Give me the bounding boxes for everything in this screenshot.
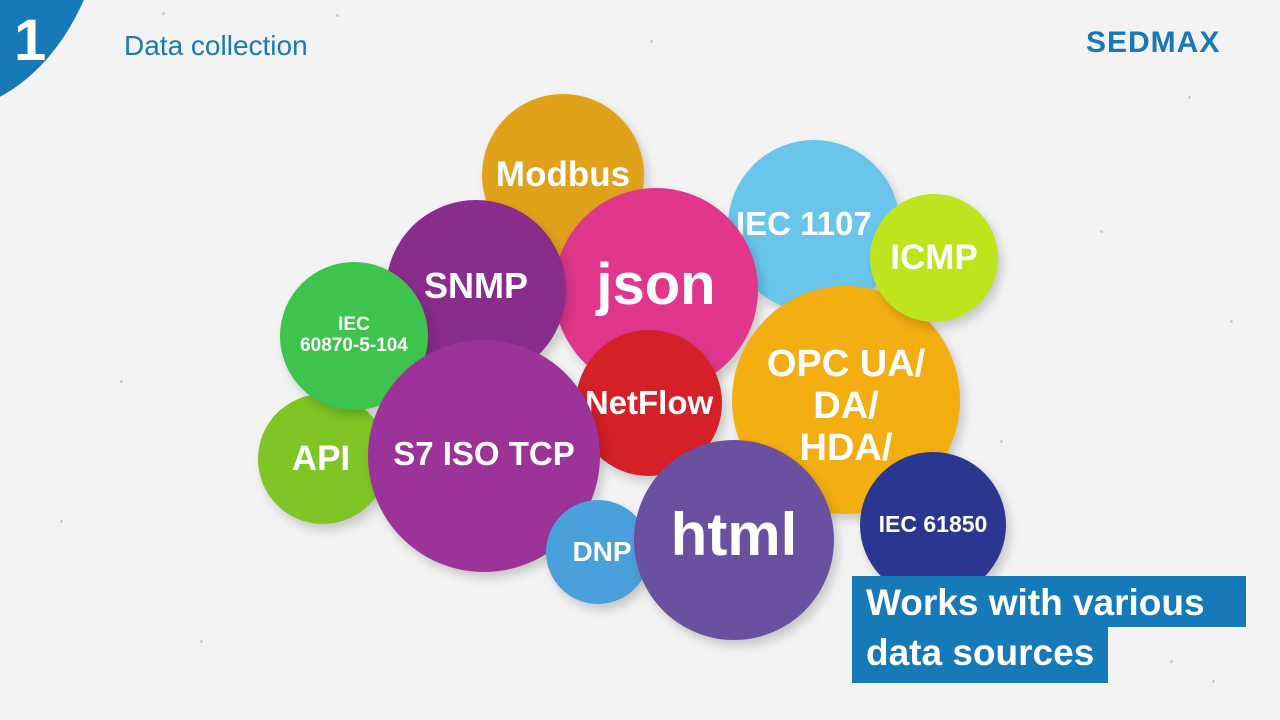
step-number: 1 [14, 8, 47, 73]
page-title: Data collection [124, 30, 308, 61]
decor-dot [1000, 440, 1003, 443]
bubble-dnp: DNP [546, 500, 650, 604]
bubble-label: API [291, 438, 351, 478]
bubble-label: NetFlow [584, 383, 714, 421]
decor-dot [1100, 230, 1103, 233]
decor-dot [1188, 96, 1191, 99]
decor-dot [162, 12, 165, 15]
bubble-label: IEC 1107 [736, 204, 872, 242]
tagline-line-2: data sources [852, 626, 1109, 683]
decor-dot [336, 14, 339, 17]
bubble-label: Modbus [495, 154, 631, 194]
bubble-label: html [670, 501, 798, 568]
bubble-icmp: ICMP [870, 194, 998, 322]
decor-dot [650, 40, 653, 43]
sedmax-logo: SEDMAX [1086, 26, 1221, 59]
bubble-label: S7 ISO TCP [393, 434, 575, 472]
bubble-api: API [258, 394, 388, 524]
decor-dot [200, 640, 203, 643]
decor-dot [1230, 320, 1233, 323]
bubble-html: html [634, 440, 834, 640]
bubble-label: ICMP [890, 237, 978, 277]
decor-dot [1212, 680, 1215, 683]
bubble-label: OPC UA/ DA/ HDA/ [766, 343, 926, 469]
decor-dot [120, 380, 123, 383]
bubble-label: DNP [572, 535, 632, 567]
decor-dot [1170, 660, 1173, 663]
decor-dot [60, 520, 63, 523]
bubble-label: json [596, 252, 716, 318]
bubble-iec-61850: IEC 61850 [860, 452, 1006, 598]
bubble-label: IEC 60870-5-104 [300, 314, 408, 356]
bubble-label: IEC 61850 [878, 511, 988, 538]
bubble-label: SNMP [423, 265, 528, 307]
bubble-opc: OPC UA/ DA/ HDA/ [732, 286, 960, 514]
tagline-line-1: Works with various [852, 576, 1246, 627]
